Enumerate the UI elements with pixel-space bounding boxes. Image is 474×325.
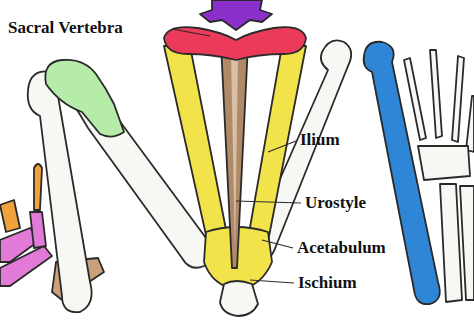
digit-bone [452, 56, 464, 142]
part-label: Sacral Vertebra [8, 18, 123, 38]
part-label: Acetabulum [297, 238, 386, 258]
leader-line [262, 240, 293, 248]
forearm-bone [460, 186, 474, 300]
leader-line [172, 29, 210, 36]
digit-bone [430, 50, 442, 138]
urostyle-highlight [231, 56, 238, 250]
part-label: Ilium [300, 130, 340, 150]
toe-bone [0, 200, 20, 232]
toe-bone [34, 164, 42, 210]
femur-head [45, 60, 124, 137]
part-label: Ischium [298, 273, 357, 293]
sacral-vertebra [200, 0, 272, 30]
ischium-bone [220, 281, 258, 316]
foot-bone [0, 246, 52, 286]
digit-bone [466, 96, 474, 152]
sacral-process [164, 27, 306, 60]
leader-line [268, 141, 296, 152]
urostyle-bone [221, 44, 248, 268]
leader-line [250, 280, 294, 283]
wrist-bone [418, 146, 470, 180]
digit-bone [404, 58, 426, 140]
part-label: Urostyle [305, 193, 366, 213]
forearm-bone [440, 184, 462, 302]
foot-bone [30, 212, 46, 248]
leader-line [236, 201, 301, 203]
